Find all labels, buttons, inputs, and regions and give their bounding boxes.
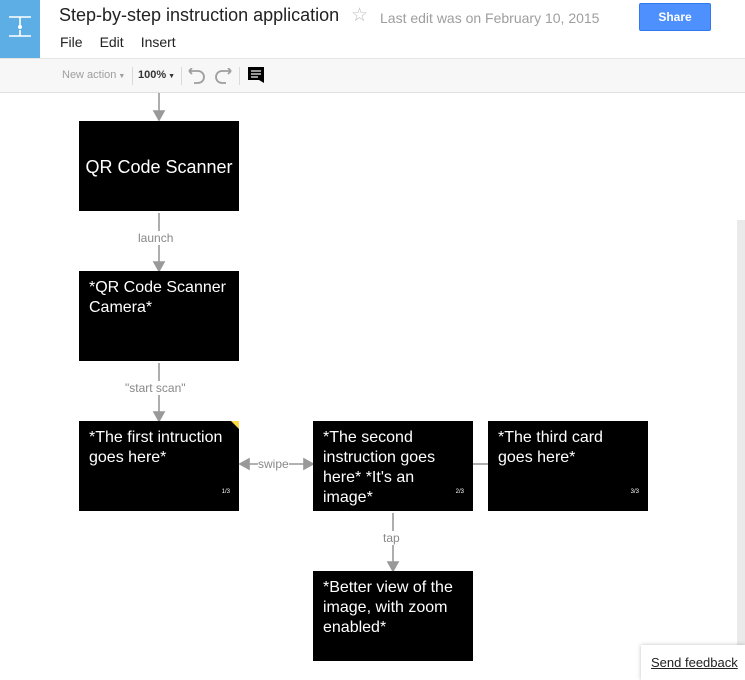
card-qr-scanner-camera[interactable]: *QR Code Scanner Camera* (79, 271, 239, 361)
redo-icon[interactable] (214, 68, 232, 84)
new-action-label: New action (62, 69, 117, 81)
card-first-instruction[interactable]: *The first intruction goes here* 1/3 (79, 421, 239, 511)
toolbar: New action▼ 100%▼ (0, 58, 745, 93)
edge-label-launch: launch (138, 231, 174, 245)
toolbar-divider (132, 67, 133, 85)
edge-label-tap: tap (383, 531, 400, 545)
toolbar-divider (239, 67, 240, 85)
zoom-dropdown[interactable]: 100%▼ (138, 69, 175, 81)
flow-app-icon (9, 16, 31, 37)
card-corner-marker (231, 421, 239, 429)
undo-icon[interactable] (188, 68, 206, 84)
card-text: *The first intruction goes here* (89, 429, 223, 466)
document-title[interactable]: Step-by-step instruction application (59, 5, 340, 25)
card-third[interactable]: *The third card goes here* 3/3 (488, 421, 648, 511)
star-icon[interactable]: ☆ (351, 5, 369, 26)
new-action-dropdown[interactable]: New action▼ (62, 69, 125, 81)
card-zoom-view[interactable]: *Better view of the image, with zoom ena… (313, 571, 473, 661)
card-text: *QR Code Scanner Camera* (89, 279, 226, 316)
edge-label-start-scan: "start scan" (125, 381, 186, 395)
card-qr-code-scanner[interactable]: QR Code Scanner (79, 121, 239, 211)
edge-label-swipe: swipe (258, 457, 289, 471)
card-text: *The third card goes here* (498, 429, 603, 466)
menu-file[interactable]: File (60, 34, 83, 50)
card-page-indicator: 1/3 (221, 489, 230, 495)
menu-edit[interactable]: Edit (99, 34, 124, 50)
card-text: QR Code Scanner (85, 157, 233, 177)
toolbar-divider (181, 67, 182, 85)
vertical-scrollbar[interactable] (737, 220, 745, 680)
card-page-indicator: 2/3 (455, 489, 464, 495)
app-logo[interactable] (0, 0, 40, 58)
last-edit-link[interactable]: Last edit was on February 10, 2015 (380, 10, 600, 26)
chevron-down-icon: ▼ (118, 73, 126, 80)
flow-connectors (152, 93, 488, 573)
card-page-indicator: 3/3 (630, 489, 639, 495)
card-second-instruction[interactable]: *The second instruction goes here* *It's… (313, 421, 473, 511)
comment-icon[interactable] (248, 67, 264, 83)
chevron-down-icon: ▼ (168, 73, 176, 80)
flow-canvas[interactable]: launch "start scan" swipe tap QR Code Sc… (0, 93, 745, 680)
share-button[interactable]: Share (639, 3, 711, 31)
zoom-label: 100% (138, 69, 167, 81)
card-text: *Better view of the image, with zoom ena… (323, 579, 453, 636)
send-feedback-link[interactable]: Send feedback (641, 645, 745, 680)
card-text: *The second instruction goes here* *It's… (323, 429, 436, 506)
menu-bar: File Edit Insert (60, 34, 193, 51)
menu-insert[interactable]: Insert (140, 34, 176, 50)
